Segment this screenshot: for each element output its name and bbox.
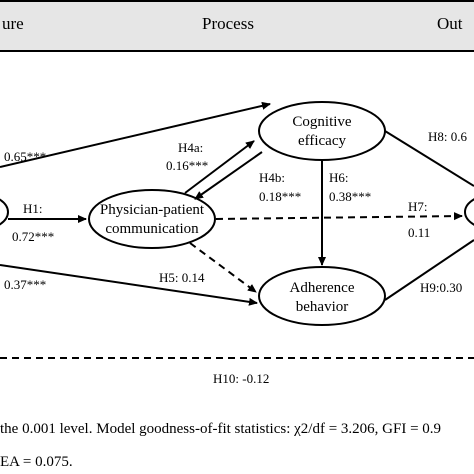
label-h1-name: H1: [23,201,43,216]
adherence-node [258,266,386,326]
label-h4a-value: 0.16*** [166,158,208,173]
arrow-h8 [384,130,474,187]
cognitive-efficacy-label-2: efficacy [298,133,347,149]
outcome-node-ellipse [464,198,474,226]
label-h5: H5: 0.14 [159,270,205,285]
caption-line-2: EA = 0.075. [0,454,73,470]
label-h7-name: H7: [408,199,428,214]
arrow-h9 [384,239,474,301]
label-h7-value: 0.11 [408,225,430,240]
label-h10: H10: -0.12 [213,371,269,386]
arrow-h5 [189,242,257,293]
header-structure-label: ure [2,14,24,33]
physician-patient-label-2: communication [105,221,199,237]
label-h4b-value: 0.18*** [259,189,301,204]
arrow-h4a [184,140,255,194]
arrow-structure-to-cognitive [0,101,271,168]
label-left-top: 0.65*** [4,149,46,164]
structure-node-ellipse [0,198,9,226]
cognitive-efficacy-node [258,101,386,161]
cognitive-efficacy-label-1: Cognitive [292,114,352,130]
arrow-structure-to-adherence [0,264,258,306]
label-h1-value: 0.72*** [12,229,54,244]
label-h4b-name: H4b: [259,170,285,185]
label-h4a-name: H4a: [178,140,203,155]
header-process-label: Process [202,14,254,33]
caption-line-1: the 0.001 level. Model goodness-of-fit s… [0,421,442,437]
arrow-h4b [194,151,263,200]
label-h6-value: 0.38*** [329,189,371,204]
header-band [0,0,474,52]
header-outcome-label: Out [437,14,463,33]
adherence-label-1: Adherence [290,280,355,296]
physician-patient-label-1: Physician-patient [100,202,205,218]
physician-patient-node [88,189,216,249]
label-h9: H9:0.30 [420,280,462,295]
label-h6-name: H6: [329,170,349,185]
label-h8: H8: 0.6 [428,129,468,144]
label-left-bottom: 0.37*** [4,277,46,292]
arrow-h7 [215,212,463,221]
adherence-label-2: behavior [296,299,348,315]
